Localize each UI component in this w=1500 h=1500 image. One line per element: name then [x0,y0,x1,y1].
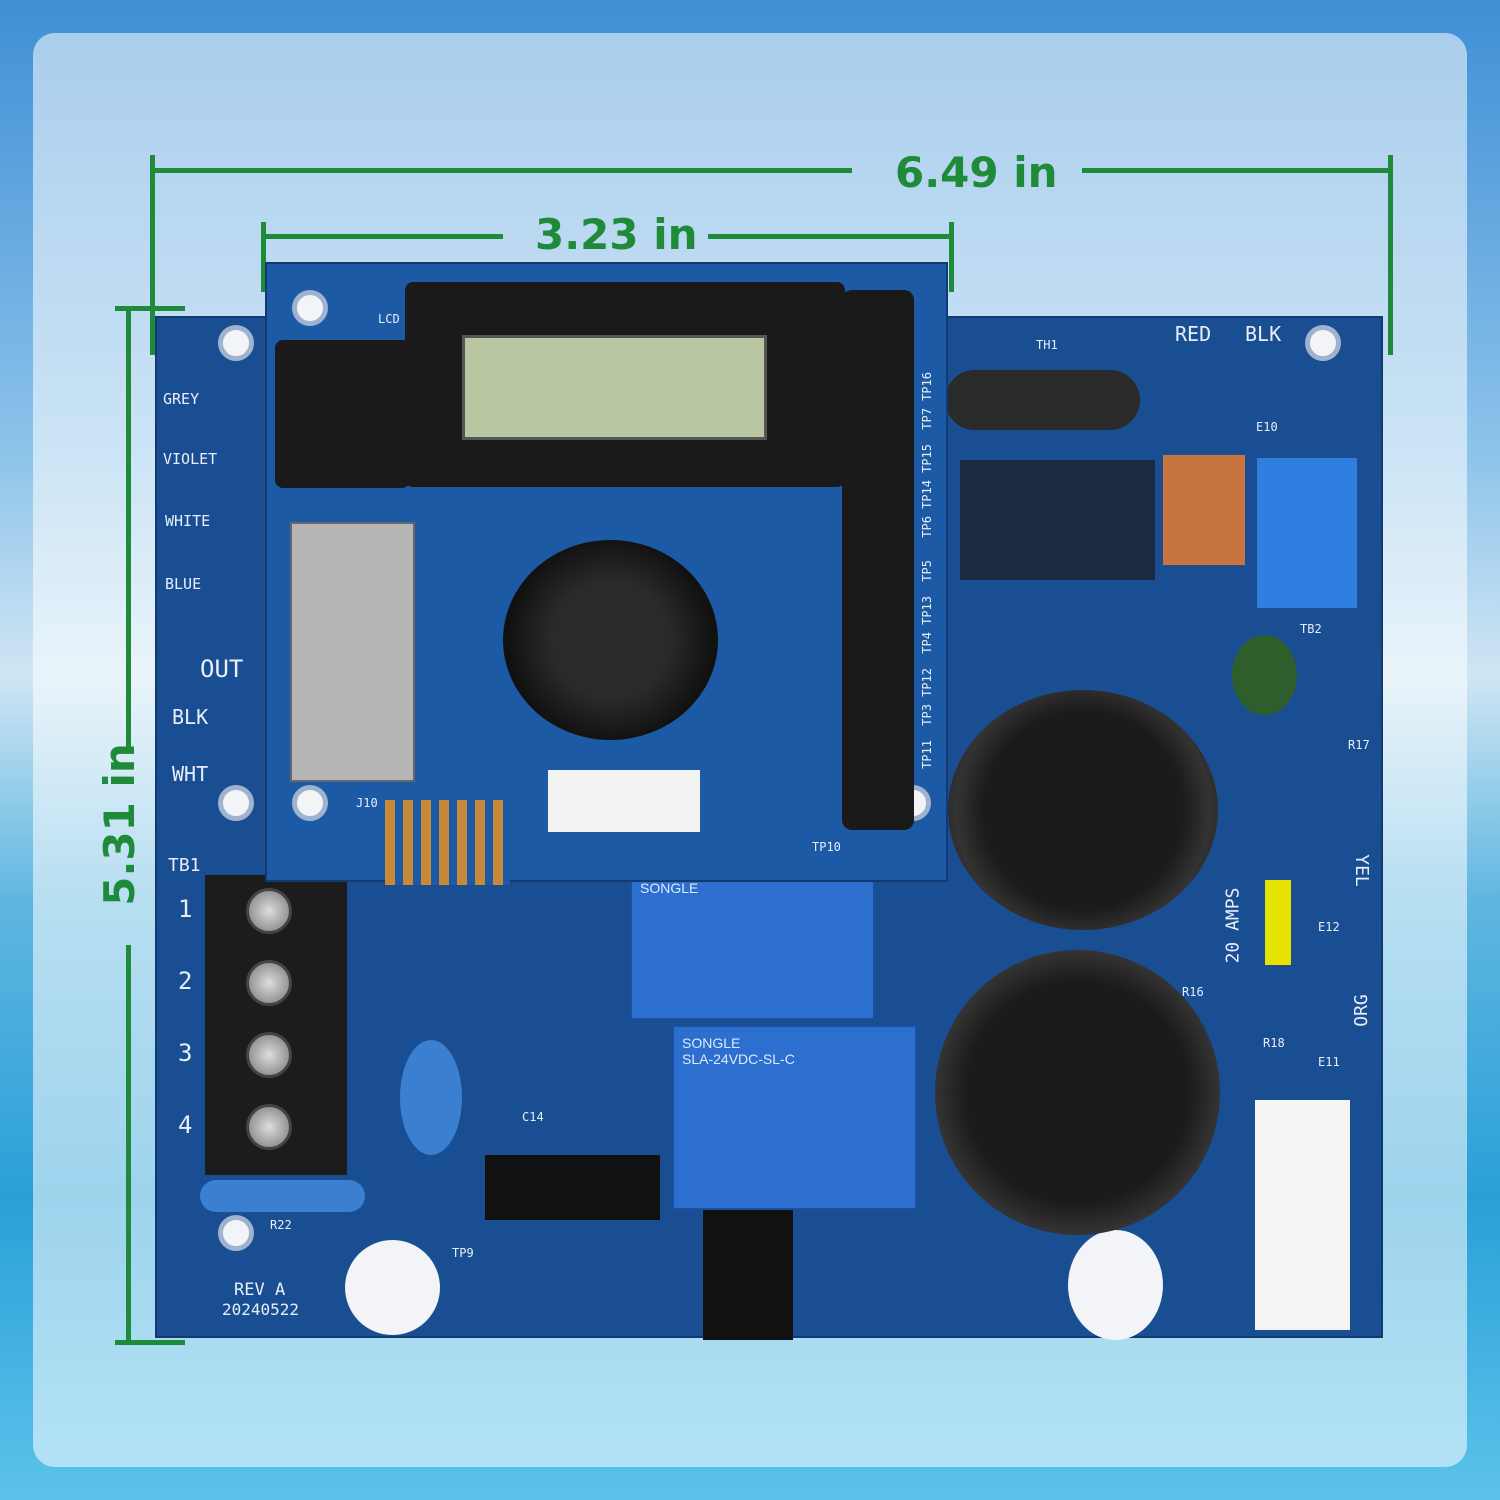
rotary-knob[interactable] [503,540,718,740]
wire-label-red: RED [1175,322,1212,346]
connector-j5 [1255,1100,1350,1330]
ref-e10: E10 [1256,420,1278,434]
fuse [1265,880,1291,965]
width-overall-label: 6.49 in [895,148,1058,197]
ref-r17: R17 [1348,738,1370,752]
tb1-label: TB1 [168,855,201,876]
ic-chip-u5 [485,1155,660,1220]
dimension-line-height [126,310,131,750]
dimension-tick [115,1340,185,1345]
mount-hole [292,785,328,821]
ref-e11: E11 [1318,1055,1340,1069]
test-point-label: TP10 [812,840,841,854]
test-point-label: TP16 [920,372,934,401]
wire-label-blue: BLUE [165,575,202,593]
relay-k1: SONGLE [630,870,875,1020]
mount-hole [218,1215,254,1251]
mount-slot [1068,1230,1163,1340]
height-label: 5.31 in [94,743,144,906]
ref-th1: TH1 [1036,338,1058,352]
terminal-screw [246,960,292,1006]
mount-hole [218,785,254,821]
fuse-rating-label: 20 AMPS [1222,887,1244,964]
dimension-tick [115,306,185,311]
wire-label-wht: WHT [172,762,209,786]
connector-j1 [548,770,700,832]
ref-r18: R18 [1263,1036,1285,1050]
width-daughterboard-label: 3.23 in [535,210,698,259]
terminal-screw [246,888,292,934]
ref-tp9: TP9 [452,1246,474,1260]
relay-model: SLA-24VDC-SL-C [682,1051,795,1067]
capacitor-c2 [935,950,1220,1235]
test-point-label: TP14 [920,480,934,509]
lcd-latch [275,340,410,488]
wire-label-yel: YEL [1350,854,1372,887]
ref-r22: R22 [270,1218,292,1232]
test-point-label: TP11 [920,740,934,769]
relay-brand: SONGLE [640,880,699,896]
ref-j10: J10 [356,796,378,810]
test-point-label: TP5 [920,560,934,582]
wire-label-blk-right: BLK [1245,322,1282,346]
test-point-label: TP15 [920,444,934,473]
varistor [200,1180,365,1212]
dimension-tick [261,222,266,292]
test-point-label: TP4 [920,632,934,654]
test-point-label: TP13 [920,596,934,625]
lcd-label: LCD [378,312,400,326]
wire-label-grey: GREY [163,390,200,408]
dimension-line-overall-right [1082,168,1392,173]
varistor [400,1040,462,1155]
capacitor-small [1232,635,1297,715]
connector-j10 [385,800,510,885]
ref-c14: C14 [522,1110,544,1124]
lcd-screen[interactable] [462,335,767,440]
wire-label-white: WHITE [165,512,211,530]
dimension-line-height-bottom [126,945,131,1340]
capacitor-c1 [948,690,1218,930]
led-bar [842,290,914,830]
test-point-label: TP12 [920,668,934,697]
test-point-label: TP3 [920,704,934,726]
test-point-label: TP7 [920,408,934,430]
mount-hole [218,325,254,361]
dimension-tick [1388,155,1393,355]
test-point-label: TP6 [920,516,934,538]
ref-r16: R16 [1182,985,1204,999]
relay-small [960,460,1155,580]
ref-e12: E12 [1318,920,1340,934]
mount-slot [345,1240,440,1335]
terminal-number: 3 [178,1039,193,1067]
terminal-screw [246,1104,292,1150]
heatsink [1163,455,1245,565]
out-label: OUT [200,655,244,683]
wire-label-org: ORG [1350,994,1372,1027]
revision-label: REV A [234,1280,286,1300]
wire-label-blk: BLK [172,705,209,729]
switch-sw1[interactable] [290,522,415,782]
relay-brand: SONGLE [682,1035,741,1051]
terminal-screw [246,1032,292,1078]
dimension-tick [150,155,155,355]
terminal-number: 2 [178,967,193,995]
terminal-number: 4 [178,1111,193,1139]
mount-hole [292,290,328,326]
ref-tb2: TB2 [1300,622,1322,636]
dimension-line-daughter [263,234,503,239]
dimension-tick [949,222,954,292]
dimension-line-daughter-right [708,234,953,239]
mount-hole [1305,325,1341,361]
terminal-number: 1 [178,895,193,923]
dimension-line-overall [152,168,852,173]
terminal-tb2 [1257,458,1357,608]
wire-label-violet: VIOLET [163,450,218,468]
thermistor-th1 [945,370,1140,430]
date-code-label: 20240522 [222,1300,300,1319]
